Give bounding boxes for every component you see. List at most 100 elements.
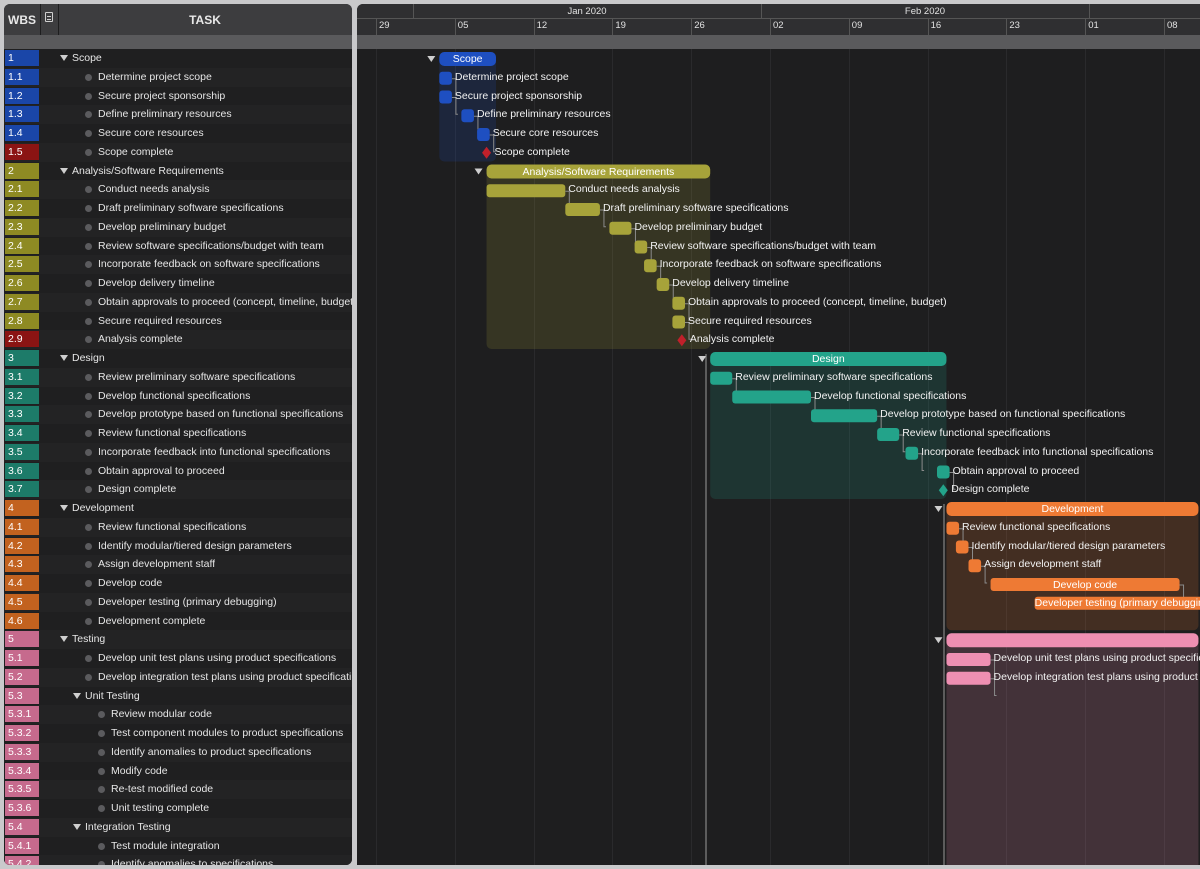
task-bar[interactable] [905, 446, 919, 460]
task-bar[interactable] [461, 109, 474, 123]
task-bar[interactable] [990, 578, 1180, 591]
wbs-column-header[interactable]: WBS [8, 12, 36, 27]
collapse-toggle-icon[interactable] [73, 692, 81, 699]
task-bar[interactable] [644, 259, 657, 273]
task-name[interactable]: Obtain approval to proceed [98, 464, 225, 477]
summary-bar[interactable] [946, 502, 1199, 516]
summary-bar[interactable] [710, 352, 947, 366]
dependency-link[interactable] [451, 97, 458, 115]
summary-bar[interactable] [439, 52, 496, 66]
task-bar[interactable] [946, 653, 991, 666]
dependency-link[interactable] [990, 659, 997, 678]
milestone-diamond[interactable] [482, 146, 492, 159]
dependency-link[interactable] [599, 209, 606, 228]
task-bar[interactable] [609, 221, 632, 235]
task-name[interactable]: Re-test modified code [111, 783, 214, 796]
summary-region[interactable] [486, 164, 711, 350]
task-bar[interactable] [477, 128, 490, 141]
task-name[interactable]: Testing [72, 633, 106, 646]
task-bar[interactable] [1034, 596, 1200, 610]
collapse-toggle-icon[interactable] [60, 636, 68, 643]
collapse-toggle-icon[interactable] [934, 506, 943, 512]
task-name[interactable]: Incorporate feedback on software specifi… [98, 258, 320, 271]
task-name[interactable]: Unit Testing [85, 689, 140, 702]
task-name[interactable]: Obtain approvals to proceed (concept, ti… [98, 295, 352, 308]
task-name[interactable]: Analysis/Software Requirements [72, 164, 224, 177]
summary-region[interactable] [710, 352, 947, 499]
task-bar[interactable] [634, 240, 648, 254]
task-column-header[interactable]: TASK [189, 12, 221, 27]
task-name[interactable]: Review modular code [111, 708, 212, 721]
task-bar[interactable] [656, 278, 670, 291]
task-bar[interactable] [968, 559, 982, 573]
collapse-toggle-icon[interactable] [60, 355, 68, 361]
task-name[interactable]: Develop prototype based on functional sp… [98, 408, 344, 421]
task-name[interactable]: Design complete [98, 483, 177, 496]
summary-bar[interactable] [486, 164, 711, 179]
task-name[interactable]: Development complete [98, 614, 206, 627]
dependency-link[interactable] [949, 472, 956, 490]
task-name[interactable]: Draft preliminary software specification… [98, 202, 284, 214]
task-name[interactable]: Review functional specifications [98, 427, 247, 439]
collapse-toggle-icon[interactable] [427, 56, 436, 62]
task-bar[interactable] [811, 409, 878, 423]
task-name[interactable]: Unit testing complete [111, 802, 210, 814]
task-name[interactable]: Define preliminary resources [98, 108, 232, 121]
milestone-diamond[interactable] [677, 334, 687, 347]
dependency-link[interactable] [489, 134, 496, 153]
task-name[interactable]: Development [72, 502, 134, 514]
dependency-link[interactable] [451, 78, 458, 96]
task-name[interactable]: Review preliminary software specificatio… [98, 370, 296, 383]
dependency-link[interactable] [990, 678, 997, 696]
task-bar[interactable] [439, 90, 452, 104]
task-name[interactable]: Identify anomalies to specifications [111, 858, 274, 865]
task-bar[interactable] [937, 465, 950, 479]
collapse-toggle-icon[interactable] [934, 637, 943, 644]
task-bar[interactable] [565, 203, 600, 216]
task-bar[interactable] [877, 428, 900, 441]
task-name[interactable]: Scope [72, 52, 102, 64]
task-bar[interactable] [955, 540, 969, 554]
task-name[interactable]: Develop delivery timeline [98, 277, 215, 289]
task-name[interactable]: Develop integration test plans using pro… [98, 670, 352, 683]
task-name[interactable]: Test component modules to product specif… [111, 727, 344, 739]
task-name[interactable]: Assign development staff [98, 558, 216, 571]
task-name[interactable]: Incorporate feedback into functional spe… [98, 445, 331, 458]
collapse-toggle-icon[interactable] [474, 168, 483, 175]
task-bar[interactable] [946, 671, 991, 685]
task-name[interactable]: Develop functional specifications [98, 389, 251, 402]
summary-region[interactable] [946, 633, 1199, 865]
task-bar[interactable] [732, 390, 811, 404]
dependency-link[interactable] [685, 303, 691, 321]
notes-column-header[interactable] [40, 4, 58, 35]
task-name[interactable]: Develop code [98, 577, 163, 589]
collapse-toggle-icon[interactable] [698, 356, 707, 362]
task-name[interactable]: Develop preliminary budget [98, 220, 226, 233]
task-name[interactable]: Conduct needs analysis [98, 183, 210, 196]
task-name[interactable]: Determine project scope [98, 70, 212, 83]
task-name[interactable]: Scope complete [98, 145, 174, 158]
